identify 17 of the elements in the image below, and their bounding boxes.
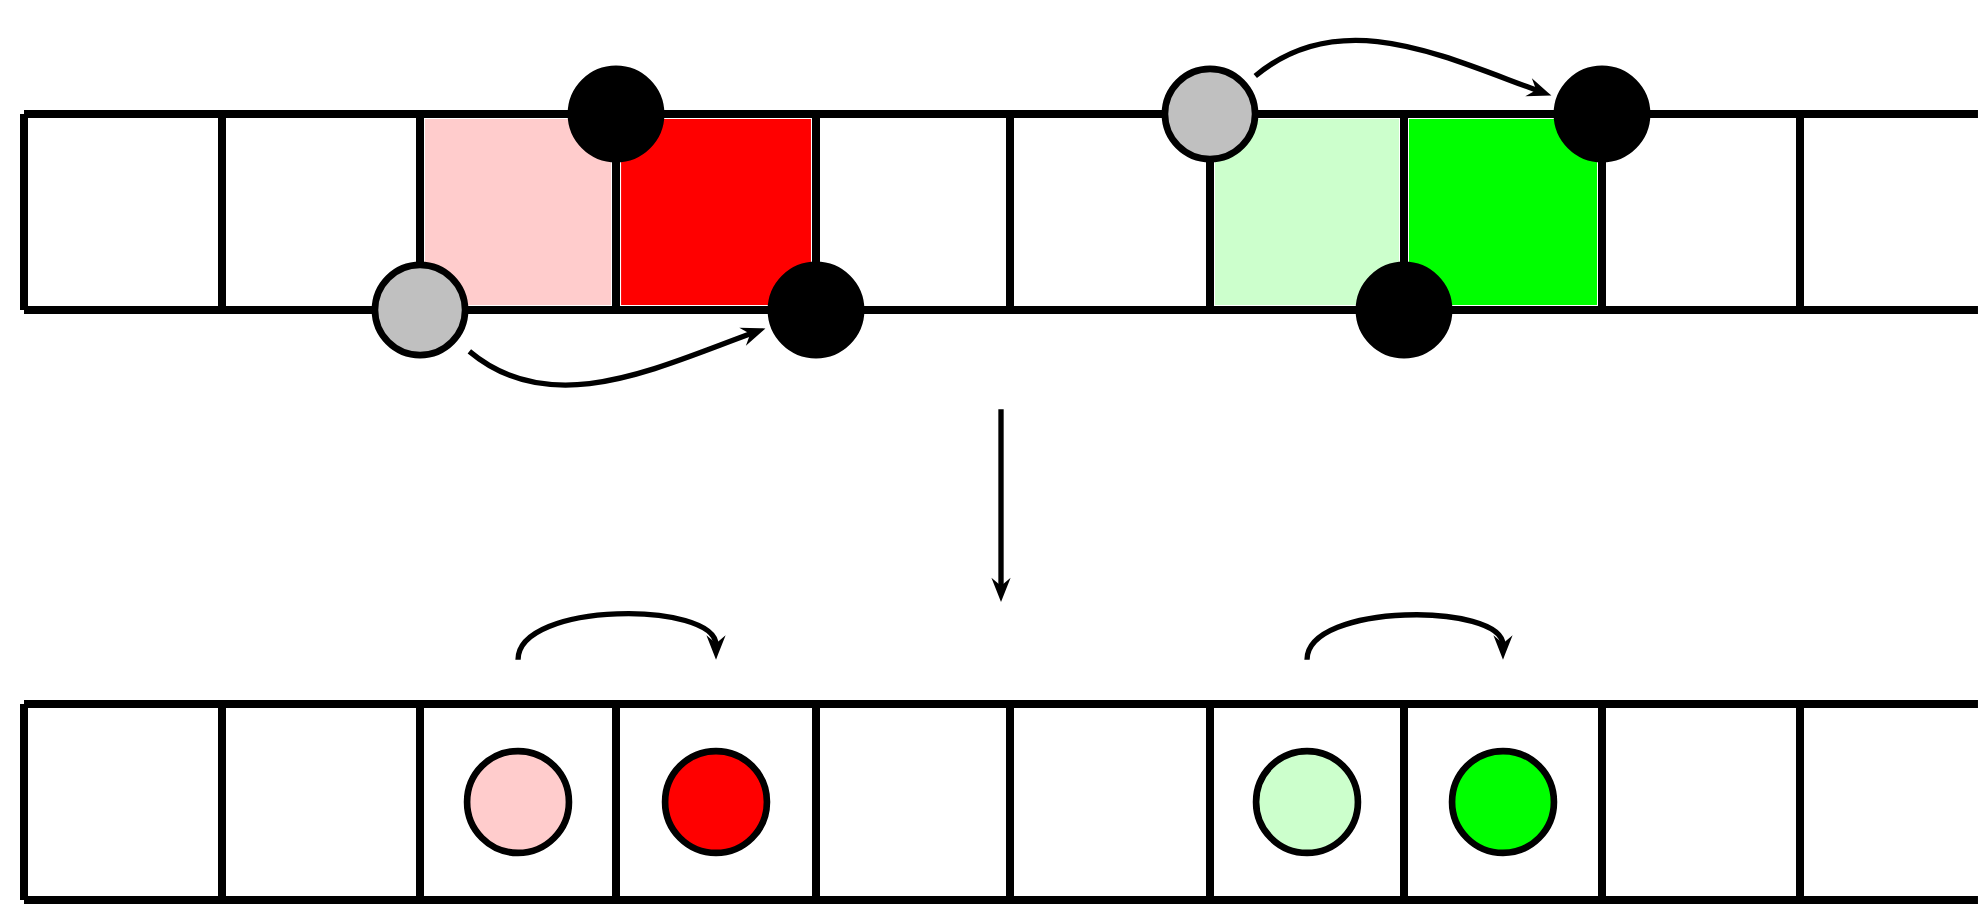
circle-marker (1355, 261, 1453, 359)
circle-marker (463, 747, 573, 857)
circle-marker (661, 747, 771, 857)
circle-marker (1448, 747, 1558, 857)
circle-marker (1252, 747, 1362, 857)
grid-cell (621, 118, 811, 306)
circle-marker (371, 261, 469, 359)
arrow (515, 611, 726, 661)
circle-marker (1553, 65, 1651, 163)
grid-cell (424, 118, 612, 306)
circle-marker (567, 65, 665, 163)
grid-cell (1215, 118, 1399, 306)
circle-marker (767, 261, 865, 359)
arrow (1304, 612, 1513, 661)
cell-strip (20, 700, 1978, 904)
circle-marker (1161, 65, 1259, 163)
grid-cell (1409, 118, 1597, 306)
